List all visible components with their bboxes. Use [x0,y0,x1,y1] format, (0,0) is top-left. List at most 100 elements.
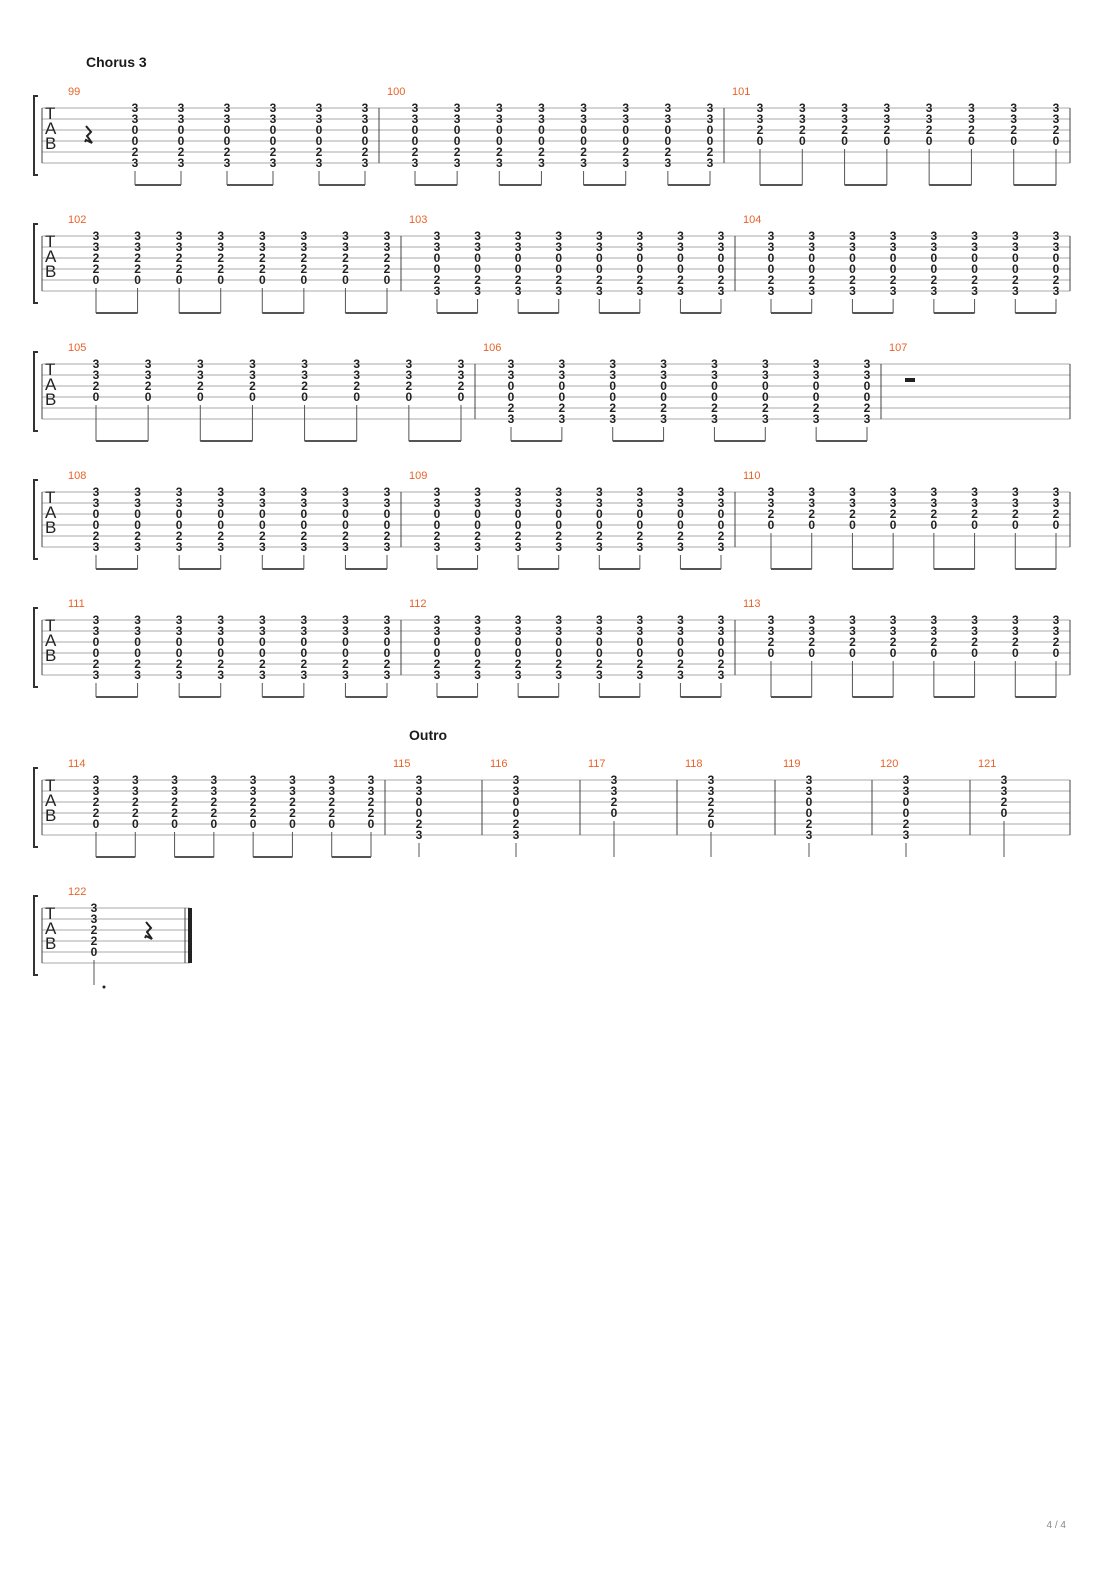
fret-number: 3 [596,668,603,682]
fret-number: 3 [197,357,204,371]
fret-number: 3 [849,284,856,298]
fret-number: 2 [434,529,441,543]
fret-number: 3 [342,496,349,510]
fret-number: 0 [841,134,848,148]
fret-number: 3 [176,229,183,243]
fret-number: 3 [596,624,603,638]
fret-number: 3 [707,101,714,115]
fret-number: 2 [412,145,419,159]
fret-number: 0 [217,635,224,649]
tab-letter-a: A [45,631,57,650]
fret-number: 3 [342,624,349,638]
fret-number: 0 [884,134,891,148]
fret-number: 3 [515,229,522,243]
fret-number: 3 [224,156,231,170]
section-label-chorus-3: Chorus 3 [86,54,147,70]
fret-number: 2 [93,806,100,820]
fret-number: 3 [508,412,515,426]
dot-icon [102,985,106,989]
fret-number: 3 [1053,613,1060,627]
fret-number: 3 [890,240,897,254]
fret-number: 2 [176,529,183,543]
fret-number: 2 [93,262,100,276]
fret-number: 3 [637,613,644,627]
fret-number: 3 [813,357,820,371]
fret-number: 2 [134,657,141,671]
fret-number: 3 [249,357,256,371]
fret-number: 0 [768,251,775,265]
fret-number: 3 [289,773,296,787]
fret-number: 2 [890,273,897,287]
fret-number: 0 [474,507,481,521]
tab-letter-b: B [45,134,56,153]
fret-number: 2 [353,379,360,393]
fret-number: 3 [134,229,141,243]
fret-number: 3 [474,668,481,682]
fret-number: 2 [768,273,775,287]
fret-number: 0 [454,123,461,137]
fret-number: 2 [176,251,183,265]
fret-number: 2 [384,262,391,276]
fret-number: 2 [458,379,465,393]
fret-number: 0 [134,518,141,532]
fret-number: 3 [538,156,545,170]
fret-number: 0 [145,390,152,404]
fret-number: 3 [677,284,684,298]
fret-number: 3 [622,156,629,170]
fret-number: 3 [718,240,725,254]
fret-number: 3 [971,624,978,638]
fret-number: 2 [474,657,481,671]
fret-number: 2 [176,657,183,671]
fret-number: 3 [513,773,520,787]
fret-number: 3 [708,784,715,798]
fret-number: 3 [931,624,938,638]
fret-number: 0 [580,134,587,148]
tab-letter-b: B [45,390,56,409]
fret-number: 3 [211,784,218,798]
fret-number: 3 [301,229,308,243]
fret-number: 2 [555,273,562,287]
fret-number: 0 [259,646,266,660]
fret-number: 0 [665,123,672,137]
fret-number: 3 [353,368,360,382]
tab-letter-a: A [45,503,57,522]
fret-number: 2 [301,251,308,265]
page-number: 4 / 4 [1046,1520,1066,1531]
fret-number: 3 [474,284,481,298]
fret-number: 3 [711,357,718,371]
fret-number: 0 [434,646,441,660]
fret-number: 3 [211,773,218,787]
tab-letter-a: A [45,919,57,938]
fret-number: 2 [342,657,349,671]
fret-number: 0 [384,646,391,660]
fret-number: 0 [132,123,139,137]
fret-number: 3 [971,496,978,510]
fret-number: 3 [677,496,684,510]
fret-number: 3 [718,540,725,554]
fret-number: 3 [1012,284,1019,298]
fret-number: 0 [515,646,522,660]
measure-number: 111 [68,598,85,610]
fret-number: 0 [768,518,775,532]
fret-number: 3 [178,112,185,126]
fret-number: 0 [596,635,603,649]
fret-number: 2 [580,145,587,159]
fret-number: 0 [718,646,725,660]
fret-number: 2 [708,806,715,820]
fret-number: 3 [890,284,897,298]
fret-number: 0 [609,390,616,404]
fret-number: 3 [416,784,423,798]
fret-number: 3 [665,112,672,126]
fret-number: 0 [931,518,938,532]
fret-number: 3 [412,112,419,126]
fret-number: 3 [677,240,684,254]
fret-number: 3 [412,101,419,115]
fret-number: 0 [677,646,684,660]
fret-number: 2 [328,795,335,809]
system-bracket [33,95,38,176]
fret-number: 3 [93,624,100,638]
fret-number: 0 [813,390,820,404]
fret-number: 0 [515,518,522,532]
fret-number: 0 [813,379,820,393]
